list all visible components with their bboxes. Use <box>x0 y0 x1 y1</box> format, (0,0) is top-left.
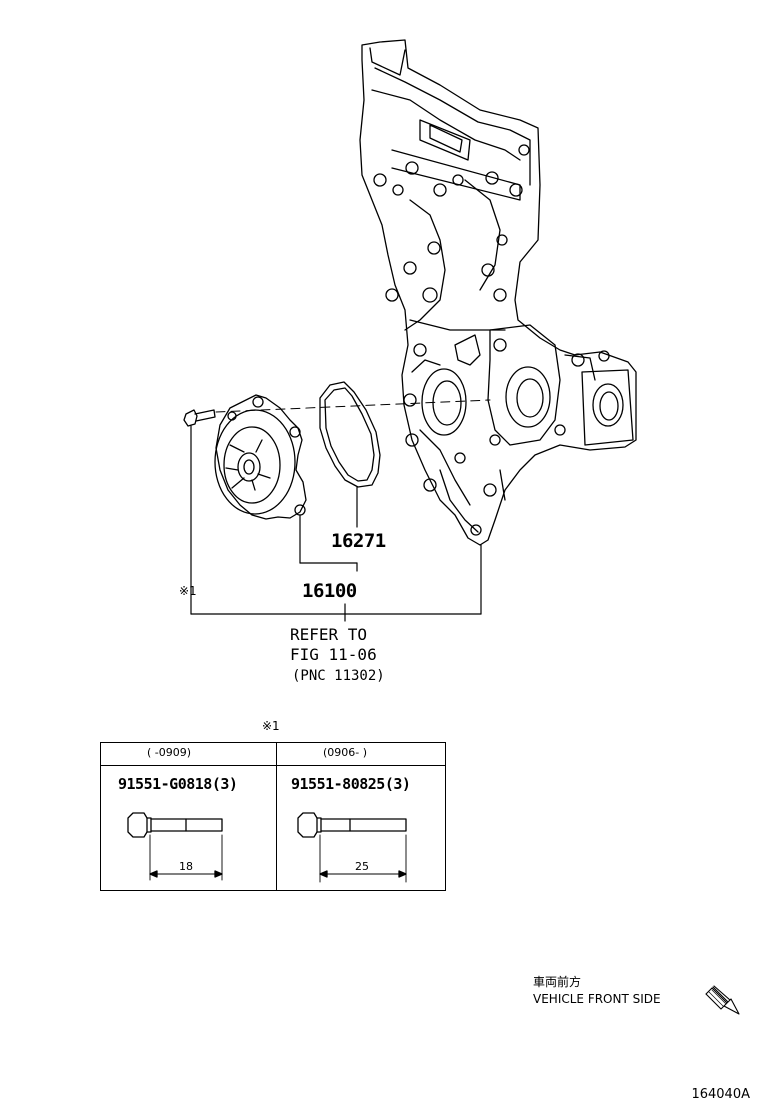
arrow-down-right-icon <box>705 985 740 1015</box>
table-note-mark: ※1 <box>262 719 280 733</box>
note-mark: ※1 <box>179 584 197 598</box>
timing-chain-cover <box>359 39 637 546</box>
table-header-divider <box>101 765 445 766</box>
part-number-water-pump: 16100 <box>302 580 357 602</box>
bolt-table: ( -0909) (0906- ) 91551-G0818(3) 91551-8… <box>100 742 446 891</box>
water-pump-bolt <box>183 409 216 427</box>
water-pump-gasket <box>319 381 381 488</box>
part-number-gasket: 16271 <box>331 530 386 552</box>
bolt-length-2: 25 <box>355 860 369 873</box>
water-pump-assembly <box>214 394 307 520</box>
bolt-part-number-1[interactable]: 91551-G0818(3) <box>118 775 238 793</box>
refer-pnc-line[interactable]: (PNC 11302) <box>292 668 385 684</box>
period-header-2: (0906- ) <box>323 746 368 759</box>
table-column-divider <box>276 743 277 890</box>
bolt-drawing-18 <box>127 812 223 881</box>
vehicle-front-japanese: 車両前方 <box>533 975 582 989</box>
leader-lines <box>190 425 482 622</box>
figure-code: 164040A <box>691 1087 750 1102</box>
vehicle-front-english: VEHICLE FRONT SIDE <box>533 992 661 1006</box>
refer-to-line[interactable]: REFER TO <box>290 625 368 644</box>
refer-fig-line[interactable]: FIG 11-06 <box>290 645 377 664</box>
bolt-length-1: 18 <box>179 860 193 873</box>
period-header-1: ( -0909) <box>147 746 192 759</box>
bolt-part-number-2[interactable]: 91551-80825(3) <box>291 775 411 793</box>
alignment-dashed-line <box>215 399 491 413</box>
bolt-drawing-25 <box>297 812 407 883</box>
